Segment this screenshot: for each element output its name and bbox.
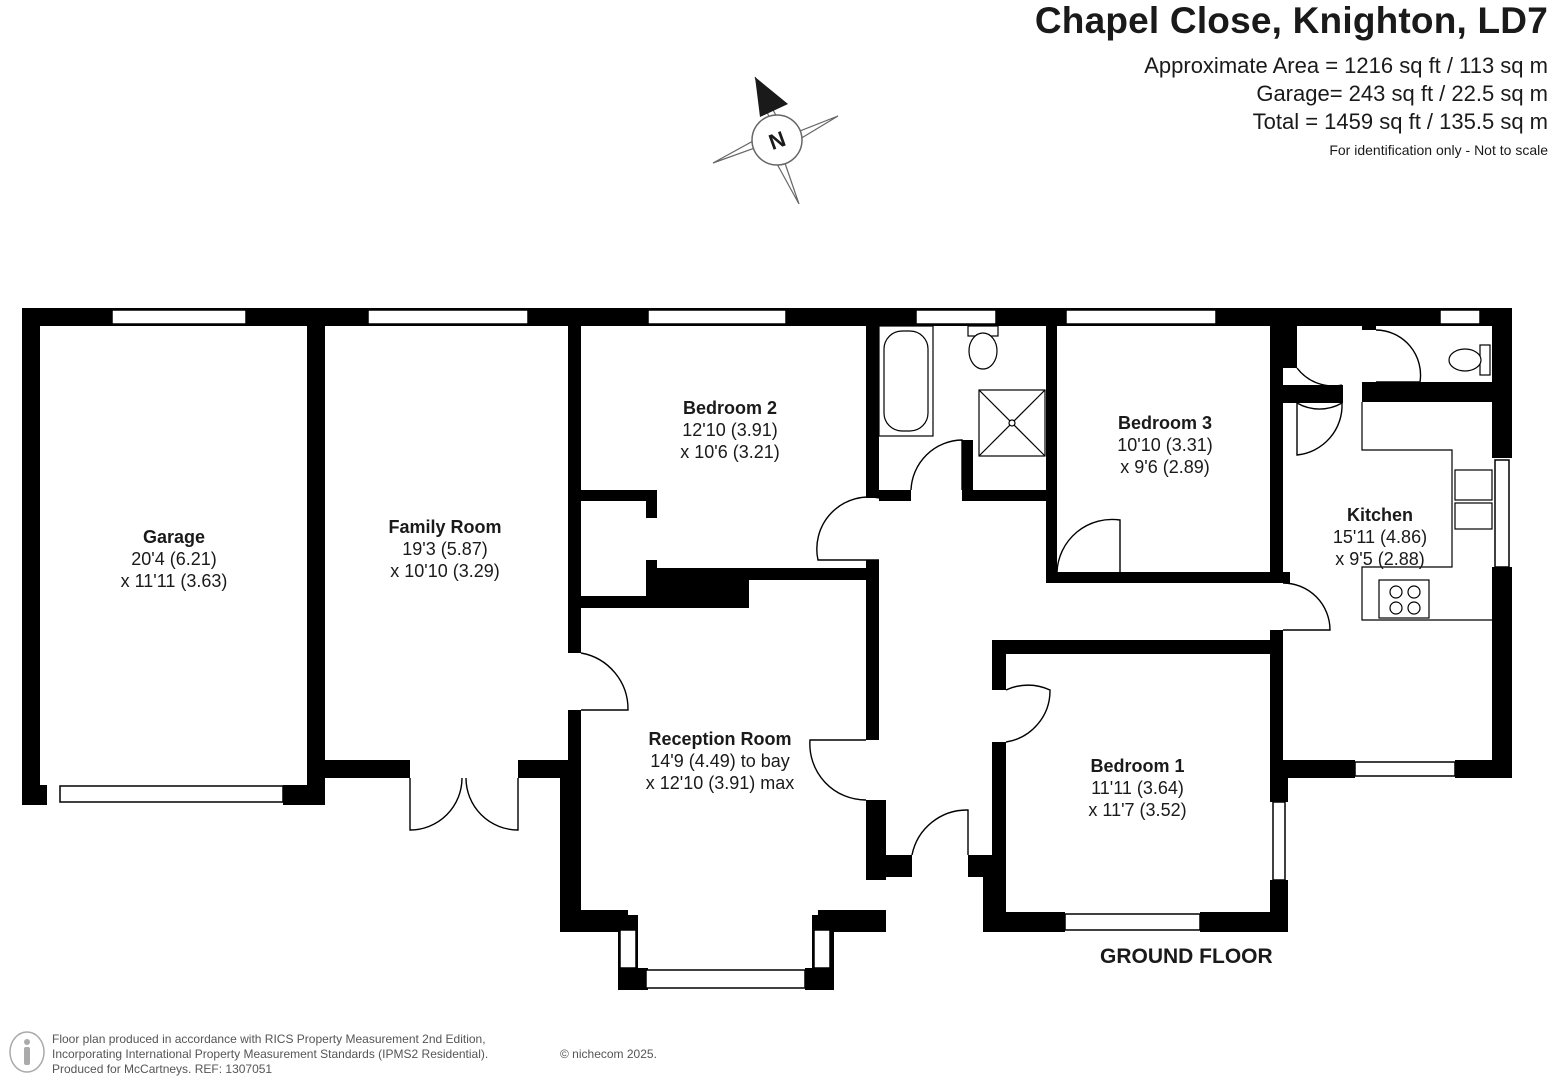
approximate-area: Approximate Area = 1216 sq ft / 113 sq m <box>1144 53 1548 78</box>
hob-icon <box>1378 579 1430 619</box>
room-dimension-length: 19'3 (5.87) <box>402 539 488 559</box>
room-label-garage: Garage 20'4 (6.21) x 11'11 (3.63) <box>104 526 244 592</box>
doors <box>409 329 1422 856</box>
room-label-bedroom-3: Bedroom 3 10'10 (3.31) x 9'6 (2.89) <box>1090 412 1240 478</box>
person-icon <box>9 1031 45 1073</box>
sink-icon <box>1454 469 1493 501</box>
scale-disclaimer: For identification only - Not to scale <box>1329 142 1548 158</box>
footer-brand: © nichecom 2025. <box>560 1047 657 1061</box>
room-dimension-width: x 12'10 (3.91) max <box>645 773 795 793</box>
fixtures <box>878 325 1493 621</box>
room-label-bedroom-2: Bedroom 2 12'10 (3.91) x 10'6 (3.21) <box>650 397 810 463</box>
room-dimension-length: 15'11 (4.86) <box>1332 527 1428 547</box>
room-label-kitchen: Kitchen 15'11 (4.86) x 9'5 (2.88) <box>1310 504 1450 570</box>
footer-disclaimer: Floor plan produced in accordance with R… <box>52 1032 488 1077</box>
footer-line-2: Incorporating International Property Mea… <box>52 1047 489 1061</box>
room-dimension-length: 12'10 (3.91) <box>682 420 778 440</box>
room-name: Bedroom 3 <box>1117 413 1213 433</box>
room-dimension-width: x 11'11 (3.63) <box>120 571 228 591</box>
room-dimension-width: x 9'6 (2.89) <box>1120 457 1210 477</box>
room-dimension-width: x 11'7 (3.52) <box>1088 800 1187 820</box>
room-dimension-length: 20'4 (6.21) <box>131 549 217 569</box>
room-label-bedroom-1: Bedroom 1 11'11 (3.64) x 11'7 (3.52) <box>1065 755 1210 821</box>
room-name: Garage <box>142 527 206 547</box>
drainer-icon <box>1454 502 1493 530</box>
room-dimension-length: 11'11 (3.64) <box>1091 778 1184 798</box>
room-name: Kitchen <box>1346 505 1413 525</box>
footer-line-1: Floor plan produced in accordance with R… <box>52 1032 486 1046</box>
room-dimension-width: x 9'5 (2.88) <box>1335 549 1425 569</box>
room-dimension-width: x 10'10 (3.29) <box>390 561 500 581</box>
garage-area: Garage= 243 sq ft / 22.5 sq m <box>1256 81 1548 106</box>
room-label-family-room: Family Room 19'3 (5.87) x 10'10 (3.29) <box>360 516 530 582</box>
footer-line-3: Produced for McCartneys. REF: 1307051 <box>52 1062 273 1076</box>
total-area: Total = 1459 sq ft / 135.5 sq m <box>1252 109 1548 134</box>
room-name: Family Room <box>388 517 502 537</box>
room-label-reception-room: Reception Room 14'9 (4.49) to bay x 12'1… <box>620 728 820 794</box>
room-name: Reception Room <box>648 729 792 749</box>
property-title: Chapel Close, Knighton, LD7 <box>1034 0 1548 41</box>
room-name: Bedroom 1 <box>1090 756 1185 776</box>
room-name: Bedroom 2 <box>682 398 778 418</box>
windows <box>59 309 1510 989</box>
floor-label: GROUND FLOOR <box>1100 945 1273 968</box>
compass-icon: N <box>712 76 839 205</box>
room-dimension-length: 14'9 (4.49) to bay <box>650 751 790 771</box>
room-dimension-width: x 10'6 (3.21) <box>680 442 780 462</box>
room-dimension-length: 10'10 (3.31) <box>1117 435 1213 455</box>
